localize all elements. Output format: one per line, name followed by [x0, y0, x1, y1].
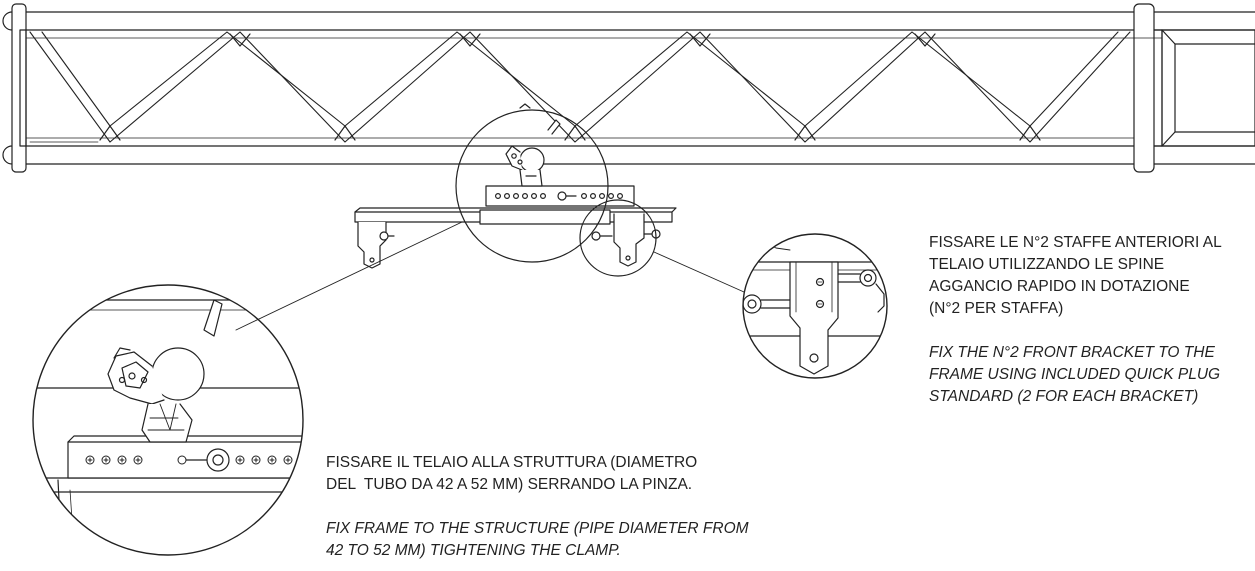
note-frame-clamp-english: FIX FRAME TO THE STRUCTURE (PIPE DIAMETE… — [326, 518, 796, 562]
note-line: FIX FRAME TO THE STRUCTURE (PIPE DIAMETE… — [326, 520, 749, 537]
note-line: 42 TO 52 mm) TIGHTENING THE CLAMP. — [326, 542, 621, 559]
note-line: FRAME USING INCLUDED QUICK PLUG — [929, 366, 1221, 383]
note-line: STANDARD (2 FOR EACH BRACKET) — [929, 388, 1199, 405]
note-line: FISSARE LE N°2 STAFFE ANTERIORI AL — [929, 234, 1222, 251]
note-line: FIX THE N°2 FRONT BRACKET TO THE — [929, 344, 1215, 361]
detail-clamp — [32, 284, 304, 556]
note-frame-clamp-italian: FISSARE IL TELAIO ALLA STRUTTURA (DIAMET… — [326, 452, 796, 496]
note-line: (N°2 PER STAFFA) — [929, 300, 1064, 317]
truss — [2, 3, 1255, 173]
note-line: AGGANCIO RAPIDO IN DOTAZIONE — [929, 278, 1190, 295]
detail-circle-bracket-source — [579, 199, 657, 277]
detail-circle-clamp-source — [455, 109, 609, 263]
note-front-brackets: FISSARE LE N°2 STAFFE ANTERIORI AL TELAI… — [929, 232, 1255, 408]
frame-main-view — [354, 103, 677, 269]
detail-bracket — [742, 233, 888, 379]
clamp-small — [505, 119, 561, 187]
note-line: FISSARE IL TELAIO ALLA STRUTTURA (DIAMET… — [326, 454, 698, 471]
leader-line-clamp — [235, 221, 463, 331]
note-front-brackets-english: FIX THE N°2 FRONT BRACKET TO THE FRAME U… — [929, 342, 1255, 408]
note-frame-clamp: FISSARE IL TELAIO ALLA STRUTTURA (DIAMET… — [326, 452, 796, 562]
leader-line-bracket — [653, 251, 745, 293]
note-line: TELAIO UTILIZZANDO LE SPINE — [929, 256, 1165, 273]
note-line: DEL TUBO DA 42 A 52 mm) SERRANDO LA PINZ… — [326, 476, 693, 493]
note-front-brackets-italian: FISSARE LE N°2 STAFFE ANTERIORI AL TELAI… — [929, 232, 1255, 320]
